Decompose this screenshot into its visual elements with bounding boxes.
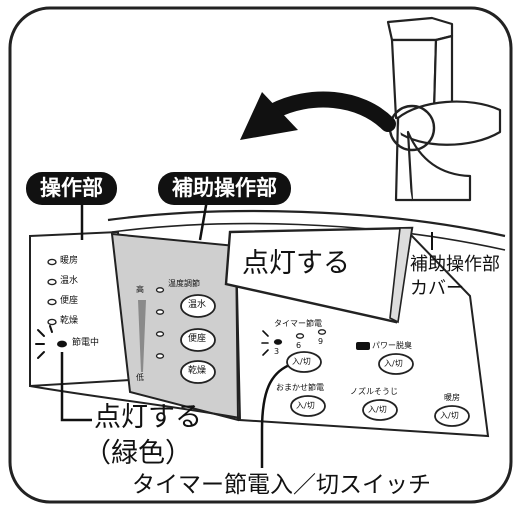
aux-operation-section-label: 補助操作部	[158, 172, 291, 205]
timer-onoff-button[interactable]: 入/切	[292, 357, 311, 366]
aux-high-mark: 高	[136, 285, 144, 294]
auto-save-label: おまかせ節電	[276, 383, 324, 392]
aux-cover-label-line2: カバー	[410, 278, 464, 299]
green-note-label: （緑色）	[84, 438, 192, 469]
temp-bar	[138, 300, 146, 372]
auto-save-button[interactable]: 入/切	[296, 401, 315, 410]
aux-button-dry[interactable]: 乾燥	[188, 366, 207, 376]
led-glow-icon	[35, 325, 53, 359]
leader-timer-switch	[260, 362, 293, 468]
aux-button-warm-water[interactable]: 温水	[188, 300, 207, 310]
main-item-warm-water: 温水	[60, 276, 79, 286]
nozzle-clean-label: ノズルそうじ	[350, 387, 398, 396]
timer-digit-6: 6	[296, 341, 302, 350]
aux-button-seat[interactable]: 便座	[188, 334, 207, 344]
aux-temp-label: 温度調節	[168, 279, 200, 288]
toilet-icon	[386, 16, 502, 202]
main-item-heating: 暖房	[60, 256, 79, 266]
arrow-head-icon	[240, 92, 298, 140]
aux-cover	[224, 226, 414, 324]
timer-glow-icon	[261, 330, 269, 356]
nozzle-clean-button[interactable]: 入/切	[368, 405, 387, 414]
main-leds	[47, 258, 57, 326]
operation-section-label: 操作部	[26, 172, 117, 205]
main-item-dry: 乾燥	[60, 316, 79, 326]
aux-leds	[155, 287, 165, 359]
aux-cover-label-line1: 補助操作部	[410, 254, 500, 275]
main-item-power-saving: 節電中	[72, 338, 100, 348]
curved-arrow	[264, 91, 396, 132]
heating-button[interactable]: 入/切	[440, 411, 459, 420]
timer-buttons	[286, 351, 470, 427]
main-item-seat: 便座	[60, 296, 79, 306]
power-deodorize-label: パワー脱臭	[372, 341, 412, 350]
aux-low-mark: 低	[136, 373, 144, 382]
timer-title: タイマー節電	[274, 319, 322, 328]
leader-green	[60, 352, 92, 422]
aux-panel	[110, 232, 240, 422]
rim-curve	[107, 209, 506, 238]
timer-digit-3: 3	[274, 347, 280, 356]
heating-label: 暖房	[444, 393, 460, 402]
power-deodorize-button[interactable]: 入/切	[384, 359, 403, 368]
power-save-led	[57, 340, 67, 348]
timer-switch-label: タイマー節電入／切スイッチ	[132, 472, 431, 498]
leader-aux	[198, 199, 209, 241]
lights-up-bottom-label: 点灯する	[94, 402, 202, 433]
power-badge-icon	[356, 342, 370, 350]
lights-up-top-label: 点灯する	[242, 248, 350, 279]
timer-digit-9: 9	[318, 337, 324, 346]
aux-buttons	[180, 294, 216, 384]
